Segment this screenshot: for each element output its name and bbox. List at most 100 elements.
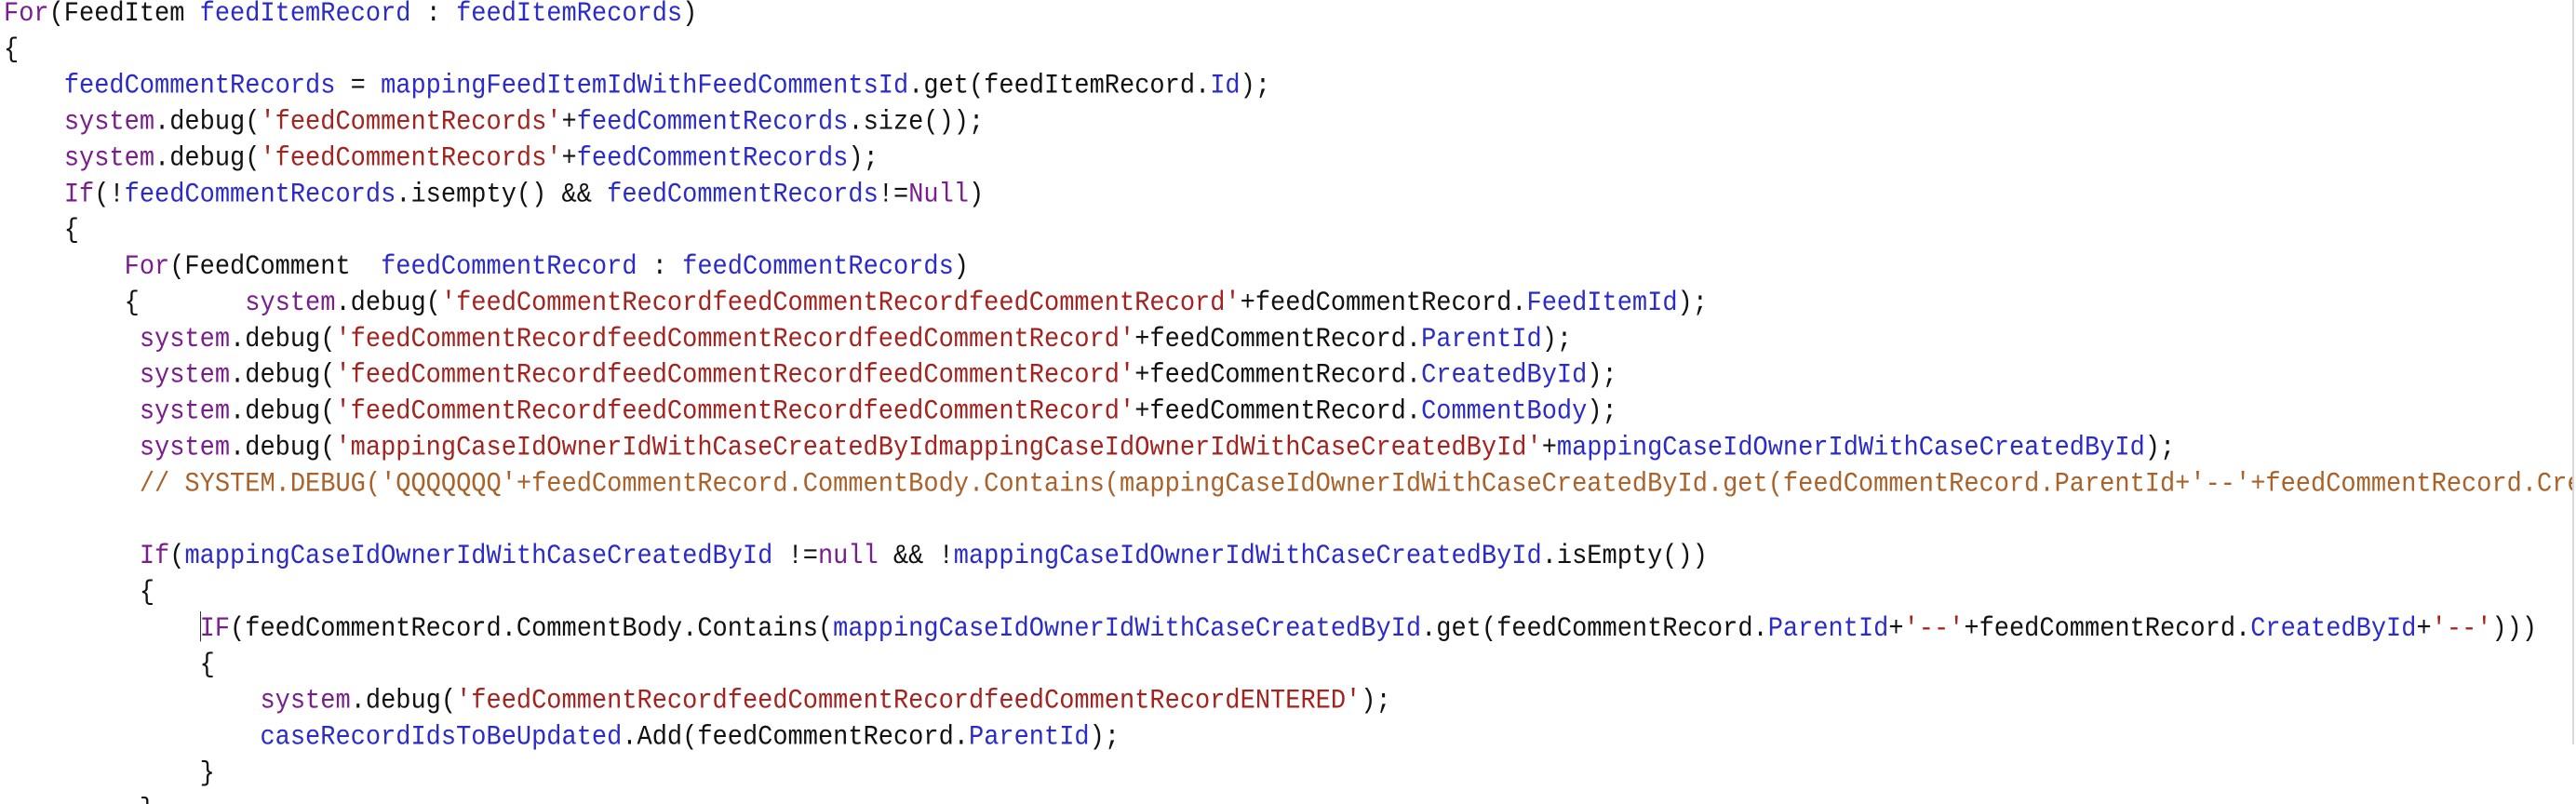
code-text: +feedCommentRecord. (1134, 325, 1422, 355)
code-text: : (410, 0, 457, 30)
code-text: (feedCommentRecord.CommentBody.Contains( (230, 614, 834, 645)
code-text (4, 181, 64, 210)
code-line[interactable]: } (4, 792, 2572, 804)
code-keyword: system (139, 361, 231, 392)
code-text: { (4, 288, 246, 319)
code-text: { (4, 578, 155, 609)
code-keyword: If (139, 542, 170, 572)
code-string: 'feedCommentRecordfeedCommentRecordfeedC… (335, 361, 1135, 392)
code-text: != (772, 542, 818, 572)
code-text: ); (1677, 288, 1708, 319)
code-string: 'feedCommentRecords' (260, 143, 562, 175)
code-identifier: feedCommentRecords (576, 143, 849, 175)
code-text: +feedCommentRecord. (1240, 288, 1527, 319)
code-text: .debug( (154, 107, 261, 139)
code-line[interactable]: If(mappingCaseIdOwnerIdWithCaseCreatedBy… (4, 539, 2572, 575)
text-cursor (199, 610, 201, 642)
code-text: ( (169, 542, 185, 572)
code-identifier: CreatedById (1421, 361, 1588, 392)
code-text: + (1541, 433, 1557, 464)
code-keyword: For (124, 252, 170, 283)
code-text: .debug( (230, 433, 336, 464)
code-keyword: system (260, 686, 351, 717)
code-keyword: IF (199, 614, 231, 645)
code-text: (FeedComment (169, 252, 382, 283)
code-line[interactable]: IF(feedCommentRecord.CommentBody.Contain… (4, 610, 2572, 648)
code-string: 'feedCommentRecordfeedCommentRecordfeedC… (335, 325, 1135, 355)
code-identifier: caseRecordIdsToBeUpdated (260, 722, 623, 754)
code-identifier: CreatedById (2250, 614, 2417, 645)
code-text: .debug( (230, 396, 336, 428)
code-keyword: system (139, 325, 231, 355)
code-keyword: If (63, 180, 95, 211)
code-text: ) (953, 252, 969, 283)
code-identifier: mappingCaseIdOwnerIdWithCaseCreatedById (184, 542, 773, 572)
code-text (4, 144, 64, 174)
code-text: .isempty() && (396, 180, 608, 211)
code-text: ); (1587, 396, 1617, 428)
code-line[interactable]: system.debug('feedCommentRecordfeedComme… (4, 358, 2572, 395)
code-text: .debug( (230, 361, 336, 392)
code-text: .debug( (350, 686, 457, 717)
code-line[interactable]: { system.debug('feedCommentRecordfeedCom… (4, 286, 2572, 322)
editor-right-border (2572, 0, 2574, 744)
code-identifier: mappingCaseIdOwnerIdWithCaseCreatedById (953, 542, 1542, 572)
code-line[interactable]: { (4, 648, 2572, 684)
code-string: 'feedCommentRecordfeedCommentRecordfeedC… (440, 288, 1241, 319)
code-line[interactable]: { (4, 575, 2572, 611)
code-text: +feedCommentRecord. (1964, 614, 2251, 645)
code-text: : (637, 252, 683, 283)
code-identifier: ParentId (1767, 614, 1889, 645)
code-text: = (335, 72, 382, 102)
code-text: ) (682, 0, 698, 30)
code-keyword: system (245, 288, 336, 319)
code-identifier: mappingCaseIdOwnerIdWithCaseCreatedById (833, 614, 1422, 645)
code-text: ); (848, 143, 879, 175)
code-text: .size()); (848, 107, 985, 139)
code-text (4, 361, 140, 391)
code-line[interactable]: caseRecordIdsToBeUpdated.Add(feedComment… (4, 720, 2572, 757)
code-line[interactable]: system.debug('feedCommentRecords'+feedCo… (4, 105, 2572, 141)
code-text: +feedCommentRecord. (1134, 396, 1422, 428)
code-text: != (878, 180, 909, 211)
code-line[interactable]: system.debug('feedCommentRecordfeedComme… (4, 322, 2572, 358)
code-line[interactable]: For(FeedComment feedCommentRecord : feed… (4, 249, 2572, 286)
code-line[interactable]: system.debug('feedCommentRecords'+feedCo… (4, 141, 2572, 178)
code-line[interactable]: } (4, 756, 2572, 792)
code-line[interactable]: { (4, 33, 2572, 69)
code-line[interactable]: For(FeedItem feedItemRecord : feedItemRe… (4, 0, 2572, 33)
code-text: ); (2144, 433, 2176, 464)
code-keyword: system (139, 396, 231, 428)
code-text: .debug( (230, 325, 336, 355)
code-text: (FeedItem (48, 0, 200, 30)
code-text (4, 723, 260, 753)
code-line[interactable]: { (4, 213, 2572, 249)
code-text: } (4, 758, 215, 790)
code-line[interactable]: // SYSTEM.DEBUG('QQQQQQQ'+feedCommentRec… (4, 466, 2572, 502)
code-text (4, 687, 260, 717)
code-line[interactable]: system.debug('feedCommentRecordfeedComme… (4, 395, 2572, 431)
code-keyword: Null (908, 180, 969, 211)
code-identifier: feedItemRecords (456, 0, 683, 30)
code-editor[interactable]: For(FeedItem feedItemRecord : feedItemRe… (4, 0, 2572, 804)
code-line[interactable]: system.debug('mappingCaseIdOwnerIdWithCa… (4, 431, 2572, 467)
code-line[interactable]: If(!feedCommentRecords.isempty() && feed… (4, 177, 2572, 213)
code-text (4, 542, 140, 571)
code-text: ) (969, 180, 985, 211)
code-keyword: For (4, 0, 49, 30)
code-keyword: system (63, 143, 155, 175)
code-identifier: feedItemRecord (199, 0, 411, 30)
code-identifier: feedCommentRecord (381, 252, 637, 283)
code-text (4, 614, 200, 644)
code-comment: // SYSTEM.DEBUG('QQQQQQQ'+feedCommentRec… (139, 469, 2572, 501)
code-string: '--' (1903, 614, 1965, 645)
code-identifier: feedCommentRecords (607, 180, 879, 211)
code-text: ); (1361, 686, 1391, 717)
code-identifier: mappingFeedItemIdWithFeedCommentsId (381, 72, 909, 102)
code-text: .debug( (335, 288, 441, 319)
code-line[interactable]: system.debug('feedCommentRecordfeedComme… (4, 684, 2572, 720)
code-text (4, 397, 140, 427)
code-line[interactable]: feedCommentRecords = mappingFeedItemIdWi… (4, 69, 2572, 105)
code-line[interactable] (4, 502, 2572, 539)
code-identifier: FeedItemId (1526, 288, 1678, 319)
